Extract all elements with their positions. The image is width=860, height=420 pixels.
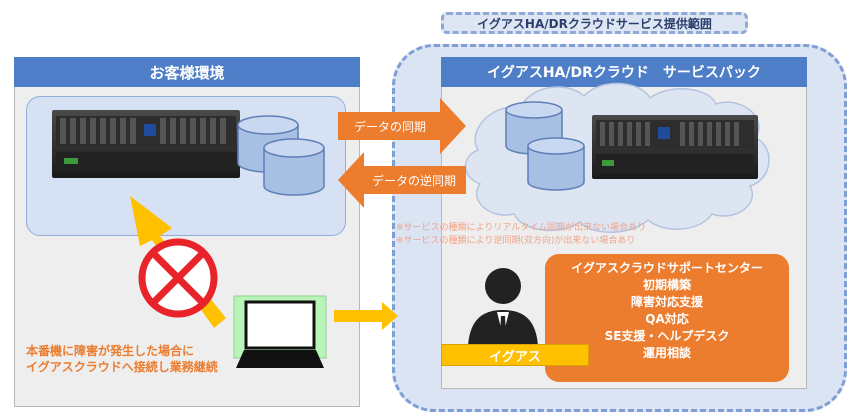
service-note: ※サービスの種類により逆同期(双方向)が出来ない場合あり [396,236,636,246]
support-center-title: イグアスクラウドサポートセンター [571,261,763,275]
cloud-server-icon [592,115,758,179]
connect-right-arrow [334,302,398,330]
service-header: イグアスHA/DRクラウド サービスパック [441,57,807,87]
person-icon [468,268,538,346]
service-note: ※サービスの種類によりリアルタイム同期が出来ない場合あり [396,223,647,233]
customer-server-icon [52,110,240,178]
sync-reverse-arrow [338,152,466,208]
customer-caption-line: 本番機に障害が発生した場合に [26,344,195,358]
cloud-database-icon [505,101,585,191]
laptop-icon [233,295,327,368]
sync-forward-label: データの同期 [353,119,426,134]
scope-banner: イグアスHA/DRクラウドサービス提供範囲 [441,12,748,34]
service-notes: ※サービスの種類によりリアルタイム同期が出来ない場合あり ※サービスの種類により… [396,222,646,248]
sync-reverse-label: データの逆同期 [371,173,456,188]
prohibited-icon [138,238,218,318]
support-item: 運用相談 [642,346,691,360]
customer-caption: 本番機に障害が発生した場合に イグアスクラウドへ接続し業務継続 [26,343,218,375]
support-item: 障害対応支援 [630,295,703,309]
customer-caption-line: イグアスクラウドへ接続し業務継続 [26,360,218,374]
support-item: 初期構築 [642,278,691,292]
customer-database-icon [237,115,325,196]
person-label: イグアス [441,344,589,366]
customer-header: お客様環境 [14,57,360,87]
support-item: QA対応 [645,312,689,326]
sync-forward-arrow [338,98,466,154]
support-item: SE支援・ヘルプデスク [604,329,730,343]
